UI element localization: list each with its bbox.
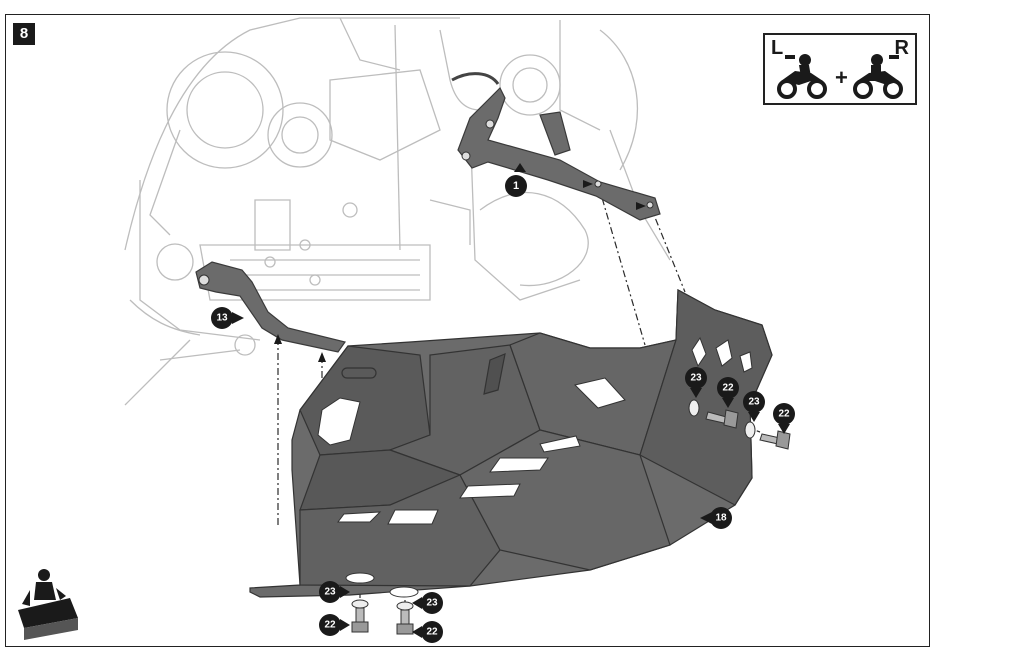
callout-label: 23 [426,598,438,609]
callout-22: 22 [773,403,795,434]
bracket-part-13 [195,261,346,353]
bolt-icon [396,609,414,635]
callout-1: 1 [505,163,527,197]
bolt-washer-hardware [351,399,791,635]
washer-icon [744,421,756,439]
bolt-icon [705,409,739,429]
bolt-icon [351,607,369,633]
motorcycle-pair-icons [777,54,903,99]
callout-23: 23 [743,391,765,422]
washer-icon [688,399,700,417]
insertion-arrow-icons [274,180,646,362]
callout-label: 23 [324,587,336,598]
callout-23: 23 [319,581,350,603]
motorcycle-left-icon [777,54,827,99]
callout-23: 23 [412,592,443,614]
callout-22: 22 [717,377,739,408]
plus-sign: + [835,65,848,90]
callout-18: 18 [700,507,732,529]
callout-label: 23 [748,397,760,408]
bolt-icon [759,430,791,450]
engine-line-art-icon [124,17,671,406]
washer-icon [396,601,414,611]
callout-23: 23 [685,367,707,398]
callout-label: 22 [778,409,790,420]
callout-13: 13 [211,307,244,329]
mechanic-workstand-icon [18,569,78,640]
callout-label: 18 [715,513,727,524]
left-side-label: L [771,37,784,59]
callout-label: 22 [324,620,336,631]
step-number-badge: 8 [13,23,35,45]
washer-icon [351,599,369,609]
callout-label: 22 [722,383,734,394]
callout-22: 22 [412,621,443,643]
callout-label: 13 [216,313,228,324]
callout-22: 22 [319,614,350,636]
callout-label: 23 [690,373,702,384]
motorcycle-right-icon [853,54,903,99]
skid-plate-part-18 [249,289,773,598]
right-side-label: R [894,37,909,59]
callout-label: 1 [513,180,519,192]
bracket-part-1 [451,72,661,221]
callout-label: 22 [426,627,438,638]
side-indicator-box: L R + [763,33,917,105]
